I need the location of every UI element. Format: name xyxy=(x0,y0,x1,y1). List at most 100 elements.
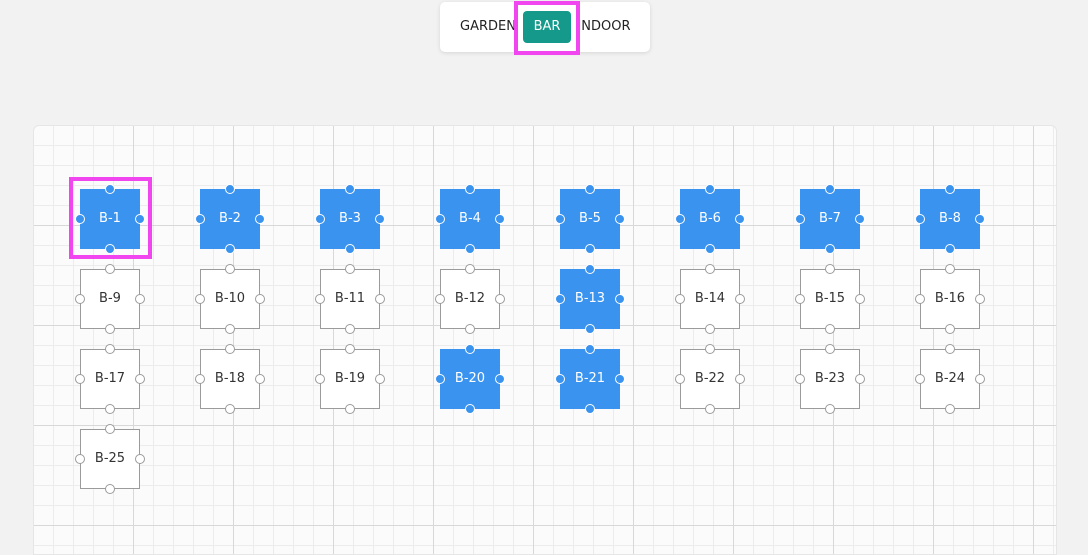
connector-handle-left[interactable] xyxy=(555,214,565,224)
connector-handle-right[interactable] xyxy=(735,374,745,384)
tab-garden[interactable]: GARDEN xyxy=(460,19,516,34)
connector-handle-bottom[interactable] xyxy=(945,324,955,334)
connector-handle-right[interactable] xyxy=(135,454,145,464)
connector-handle-right[interactable] xyxy=(255,374,265,384)
connector-handle-right[interactable] xyxy=(615,294,625,304)
connector-handle-left[interactable] xyxy=(795,374,805,384)
connector-handle-bottom[interactable] xyxy=(345,244,355,254)
tab-indoor[interactable]: INDOOR xyxy=(577,19,631,34)
connector-handle-left[interactable] xyxy=(555,374,565,384)
connector-handle-bottom[interactable] xyxy=(105,404,115,414)
connector-handle-left[interactable] xyxy=(675,374,685,384)
connector-handle-right[interactable] xyxy=(495,294,505,304)
connector-handle-right[interactable] xyxy=(735,294,745,304)
connector-handle-right[interactable] xyxy=(495,374,505,384)
connector-handle-top[interactable] xyxy=(345,184,355,194)
connector-handle-bottom[interactable] xyxy=(105,324,115,334)
table-b-22[interactable]: B-22 xyxy=(675,344,745,414)
connector-handle-bottom[interactable] xyxy=(465,404,475,414)
table-b-5[interactable]: B-5 xyxy=(555,184,625,254)
connector-handle-right[interactable] xyxy=(735,214,745,224)
connector-handle-top[interactable] xyxy=(585,184,595,194)
connector-handle-top[interactable] xyxy=(345,344,355,354)
table-b-9[interactable]: B-9 xyxy=(75,264,145,334)
connector-handle-bottom[interactable] xyxy=(465,324,475,334)
connector-handle-right[interactable] xyxy=(375,374,385,384)
connector-handle-left[interactable] xyxy=(315,294,325,304)
table-b-14[interactable]: B-14 xyxy=(675,264,745,334)
connector-handle-left[interactable] xyxy=(315,214,325,224)
connector-handle-bottom[interactable] xyxy=(105,484,115,494)
connector-handle-left[interactable] xyxy=(555,294,565,304)
connector-handle-left[interactable] xyxy=(75,374,85,384)
table-b-13[interactable]: B-13 xyxy=(555,264,625,334)
connector-handle-top[interactable] xyxy=(945,184,955,194)
table-b-8[interactable]: B-8 xyxy=(915,184,985,254)
tab-bar[interactable]: BAR xyxy=(523,11,571,43)
connector-handle-right[interactable] xyxy=(135,214,145,224)
table-b-24[interactable]: B-24 xyxy=(915,344,985,414)
connector-handle-bottom[interactable] xyxy=(825,324,835,334)
table-b-1[interactable]: B-1 xyxy=(75,184,145,254)
floor-plan-canvas[interactable] xyxy=(33,125,1057,555)
connector-handle-bottom[interactable] xyxy=(945,244,955,254)
connector-handle-left[interactable] xyxy=(915,294,925,304)
connector-handle-left[interactable] xyxy=(915,214,925,224)
connector-handle-bottom[interactable] xyxy=(945,404,955,414)
connector-handle-left[interactable] xyxy=(195,294,205,304)
connector-handle-left[interactable] xyxy=(195,374,205,384)
table-b-20[interactable]: B-20 xyxy=(435,344,505,414)
connector-handle-right[interactable] xyxy=(615,374,625,384)
connector-handle-top[interactable] xyxy=(465,344,475,354)
connector-handle-top[interactable] xyxy=(825,264,835,274)
connector-handle-left[interactable] xyxy=(675,214,685,224)
connector-handle-top[interactable] xyxy=(225,264,235,274)
connector-handle-top[interactable] xyxy=(585,264,595,274)
connector-handle-top[interactable] xyxy=(105,344,115,354)
table-b-12[interactable]: B-12 xyxy=(435,264,505,334)
table-b-11[interactable]: B-11 xyxy=(315,264,385,334)
connector-handle-right[interactable] xyxy=(375,214,385,224)
table-b-16[interactable]: B-16 xyxy=(915,264,985,334)
connector-handle-bottom[interactable] xyxy=(225,324,235,334)
connector-handle-top[interactable] xyxy=(705,264,715,274)
connector-handle-left[interactable] xyxy=(75,294,85,304)
connector-handle-top[interactable] xyxy=(585,344,595,354)
connector-handle-left[interactable] xyxy=(915,374,925,384)
connector-handle-top[interactable] xyxy=(465,264,475,274)
connector-handle-left[interactable] xyxy=(795,294,805,304)
table-b-18[interactable]: B-18 xyxy=(195,344,265,414)
connector-handle-bottom[interactable] xyxy=(825,244,835,254)
table-b-15[interactable]: B-15 xyxy=(795,264,865,334)
table-b-7[interactable]: B-7 xyxy=(795,184,865,254)
connector-handle-bottom[interactable] xyxy=(705,404,715,414)
table-b-21[interactable]: B-21 xyxy=(555,344,625,414)
connector-handle-top[interactable] xyxy=(465,184,475,194)
connector-handle-top[interactable] xyxy=(705,184,715,194)
connector-handle-bottom[interactable] xyxy=(345,404,355,414)
connector-handle-top[interactable] xyxy=(705,344,715,354)
connector-handle-top[interactable] xyxy=(225,344,235,354)
connector-handle-left[interactable] xyxy=(75,454,85,464)
connector-handle-top[interactable] xyxy=(945,344,955,354)
connector-handle-right[interactable] xyxy=(975,214,985,224)
connector-handle-right[interactable] xyxy=(855,374,865,384)
connector-handle-bottom[interactable] xyxy=(585,404,595,414)
connector-handle-bottom[interactable] xyxy=(585,324,595,334)
connector-handle-top[interactable] xyxy=(105,264,115,274)
connector-handle-right[interactable] xyxy=(255,294,265,304)
connector-handle-bottom[interactable] xyxy=(225,244,235,254)
connector-handle-bottom[interactable] xyxy=(705,324,715,334)
connector-handle-top[interactable] xyxy=(825,344,835,354)
connector-handle-right[interactable] xyxy=(855,294,865,304)
connector-handle-left[interactable] xyxy=(75,214,85,224)
connector-handle-right[interactable] xyxy=(975,374,985,384)
connector-handle-bottom[interactable] xyxy=(225,404,235,414)
table-b-19[interactable]: B-19 xyxy=(315,344,385,414)
connector-handle-top[interactable] xyxy=(945,264,955,274)
table-b-23[interactable]: B-23 xyxy=(795,344,865,414)
table-b-25[interactable]: B-25 xyxy=(75,424,145,494)
table-b-3[interactable]: B-3 xyxy=(315,184,385,254)
connector-handle-right[interactable] xyxy=(615,214,625,224)
table-b-17[interactable]: B-17 xyxy=(75,344,145,414)
